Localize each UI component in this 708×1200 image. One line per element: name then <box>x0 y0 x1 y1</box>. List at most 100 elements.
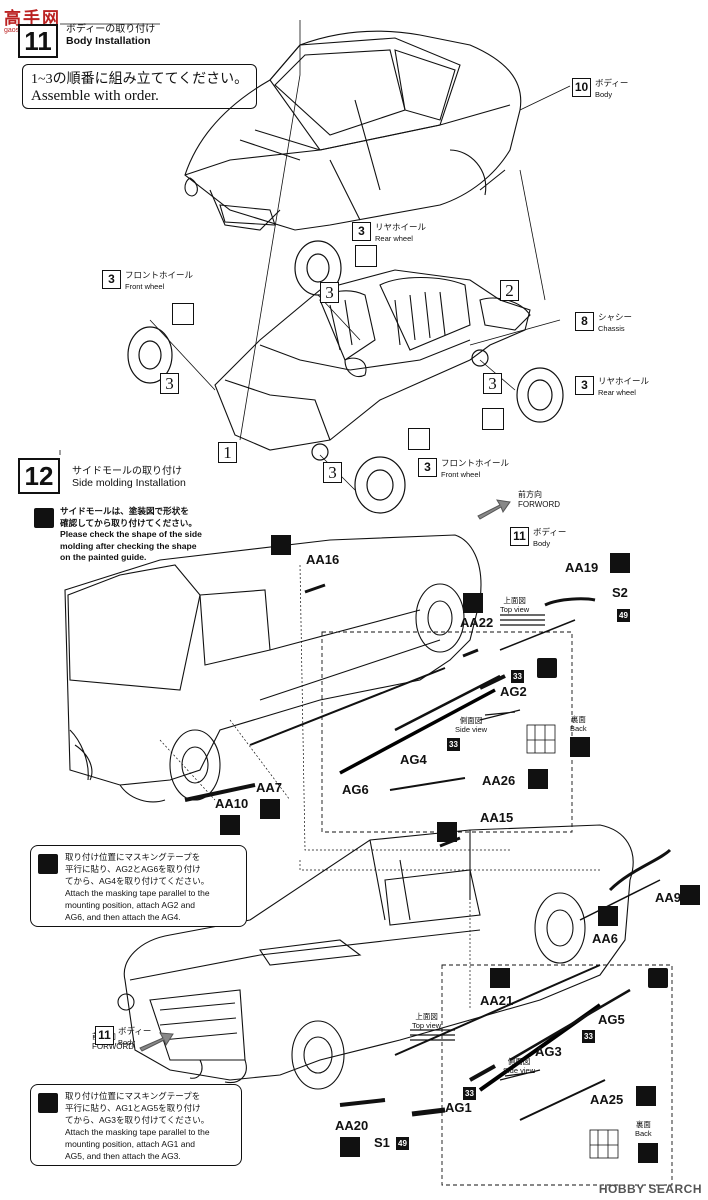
cement-icon <box>528 769 548 789</box>
back-view-detail-lower <box>589 1129 619 1159</box>
color-tag-49: 49 <box>396 1137 409 1150</box>
color-tag-33: 33 <box>582 1030 595 1043</box>
callout-rear-wheel-right-jp: リヤホイール <box>598 376 650 386</box>
step-11-title-jp: ボディーの取り付け <box>66 24 156 35</box>
cement-icon <box>490 968 510 988</box>
callout-body-10: 10 ボディー Body <box>572 78 628 100</box>
callout-body-lower-jp: ボディー <box>118 1026 152 1036</box>
side-view-lower-jp: 側面図 <box>507 1057 531 1066</box>
callout-chassis-jp: シャシー <box>598 312 633 322</box>
order-number-3: 3 <box>320 282 339 303</box>
cement-icon <box>260 799 280 819</box>
lower-detail-frame <box>441 964 673 1186</box>
forward-label-top-en: FORWORD <box>518 500 561 509</box>
side-molding-note-en2: molding after checking the shape <box>60 540 197 551</box>
order-number-3: 3 <box>483 373 502 394</box>
part-ag1: AG1 <box>445 1100 472 1115</box>
side-molding-note-jp2: 確認してから取り付けてください。 <box>60 517 197 528</box>
side-molding-note: サイドモールは、塗装図で形状を 確認してから取り付けてください。 Please … <box>60 506 202 564</box>
part-aa16: AA16 <box>306 552 340 567</box>
step-12-title-jp: サイドモールの取り付け <box>72 466 182 477</box>
side-view-label-upper: 側面図 Side view <box>455 716 487 734</box>
masking-note-upper-l2: 平行に貼り、AG2とAG6を取り付け <box>65 864 201 874</box>
back-jp: 裏面 <box>570 715 586 724</box>
part-aa19: AA19 <box>565 560 599 575</box>
part-aa26: AA26 <box>482 773 516 788</box>
no-glue-icon <box>355 245 377 267</box>
callout-front-wheel-bottom-en: Front wheel <box>441 470 481 479</box>
step-11-title-en: Body Installation <box>66 35 151 47</box>
assembly-order-jp: 1~3の順番に組み立ててください。 <box>31 72 249 87</box>
masking-note-upper-l5: mounting position, attach AG2 and <box>65 900 195 910</box>
cement-icon <box>598 906 618 926</box>
callout-front-wheel-left-en: Front wheel <box>125 282 165 291</box>
part-ag2: AG2 <box>500 684 527 699</box>
top-view-label-lower: 上面図 Top view <box>412 1012 441 1030</box>
side-molding-note-jp1: サイドモールは、塗装図で形状を <box>60 506 189 516</box>
callout-chassis-num: 8 <box>575 312 594 331</box>
callout-body-upper-en: Body <box>533 539 551 548</box>
cement-icon <box>271 535 291 555</box>
callout-body-lower-en: Body <box>118 1038 136 1047</box>
no-glue-icon <box>172 303 194 325</box>
callout-chassis-en: Chassis <box>598 324 625 333</box>
site-logo-text: 高手网 <box>4 9 61 28</box>
cement-icon <box>220 815 240 835</box>
side-molding-note-en1: Please check the shape of the side <box>60 529 202 539</box>
part-s1: S1 <box>374 1135 390 1150</box>
part-aa10: AA10 <box>215 796 249 811</box>
forward-label-top-jp: 前方向 <box>518 490 542 499</box>
callout-body-en: Body <box>595 90 613 99</box>
masking-note-lower-l4: Attach the masking tape parallel to the <box>65 1127 210 1137</box>
watermark: HOBBY SEARCH <box>598 1182 702 1196</box>
callout-body-num: 10 <box>572 78 591 97</box>
callout-front-wheel-left-num: 3 <box>102 270 121 289</box>
no-glue-icon <box>408 428 430 450</box>
back-lower-en: Back <box>635 1129 652 1138</box>
cement-icon <box>463 593 483 613</box>
step-11-title: ボディーの取り付け Body Installation <box>66 20 155 47</box>
top-view-en: Top view <box>500 605 530 614</box>
color-tag-33: 33 <box>511 670 524 683</box>
masking-note-lower-l5: mounting position, attach AG1 and <box>65 1139 195 1149</box>
cement-icon <box>437 822 457 842</box>
part-s2: S2 <box>612 585 628 600</box>
side-view-lower-en: Side view <box>503 1066 536 1075</box>
masking-note-lower-l1: 取り付け位置にマスキングテープを <box>65 1091 201 1101</box>
upper-car-drawing <box>64 534 482 803</box>
part-aa6: AA6 <box>592 931 619 946</box>
back-en: Back <box>570 724 587 733</box>
color-tag-49: 49 <box>617 609 630 622</box>
callout-body-upper-jp: ボディー <box>533 527 567 537</box>
side-view-jp: 側面図 <box>459 716 483 725</box>
wheels-step11 <box>127 240 564 514</box>
callout-body-jp: ボディー <box>595 78 629 88</box>
part-aa15: AA15 <box>480 810 514 825</box>
masking-tape-note-lower: 取り付け位置にマスキングテープを 平行に貼り、AG1とAG5を取り付け てから、… <box>30 1084 242 1166</box>
top-view-jp: 上面図 <box>503 596 526 605</box>
color-tag-33: 33 <box>463 1087 476 1100</box>
masking-note-upper-l1: 取り付け位置にマスキングテープを <box>65 852 201 862</box>
forward-arrow-top <box>477 499 511 520</box>
part-ag3: AG3 <box>535 1044 562 1059</box>
back-label-upper: 裏面 Back <box>570 715 587 733</box>
callout-rear-wheel-top-num: 3 <box>352 222 371 241</box>
callout-front-wheel-left: 3 フロントホイール Front wheel <box>102 270 193 292</box>
callout-front-wheel-left-jp: フロントホイール <box>125 270 194 280</box>
side-molding-note-en3: on the painted guide. <box>60 552 147 562</box>
side-view-en: Side view <box>455 725 488 734</box>
assembly-order-note: 1~3の順番に組み立ててください。 Assemble with order. <box>22 64 258 109</box>
callout-front-wheel-bottom-num: 3 <box>418 458 437 477</box>
part-aa9: AA9 <box>655 890 682 905</box>
part-aa25: AA25 <box>590 1092 624 1107</box>
callout-rear-wheel-right-en: Rear wheel <box>598 388 636 397</box>
callout-body-upper-num: 11 <box>510 527 529 546</box>
top-view-lower-en: Top view <box>412 1021 442 1030</box>
lower-car-drawing <box>117 824 634 1090</box>
tip-icon <box>38 854 58 874</box>
back-side-icon <box>570 737 590 757</box>
molding-strips-upper <box>184 583 596 802</box>
